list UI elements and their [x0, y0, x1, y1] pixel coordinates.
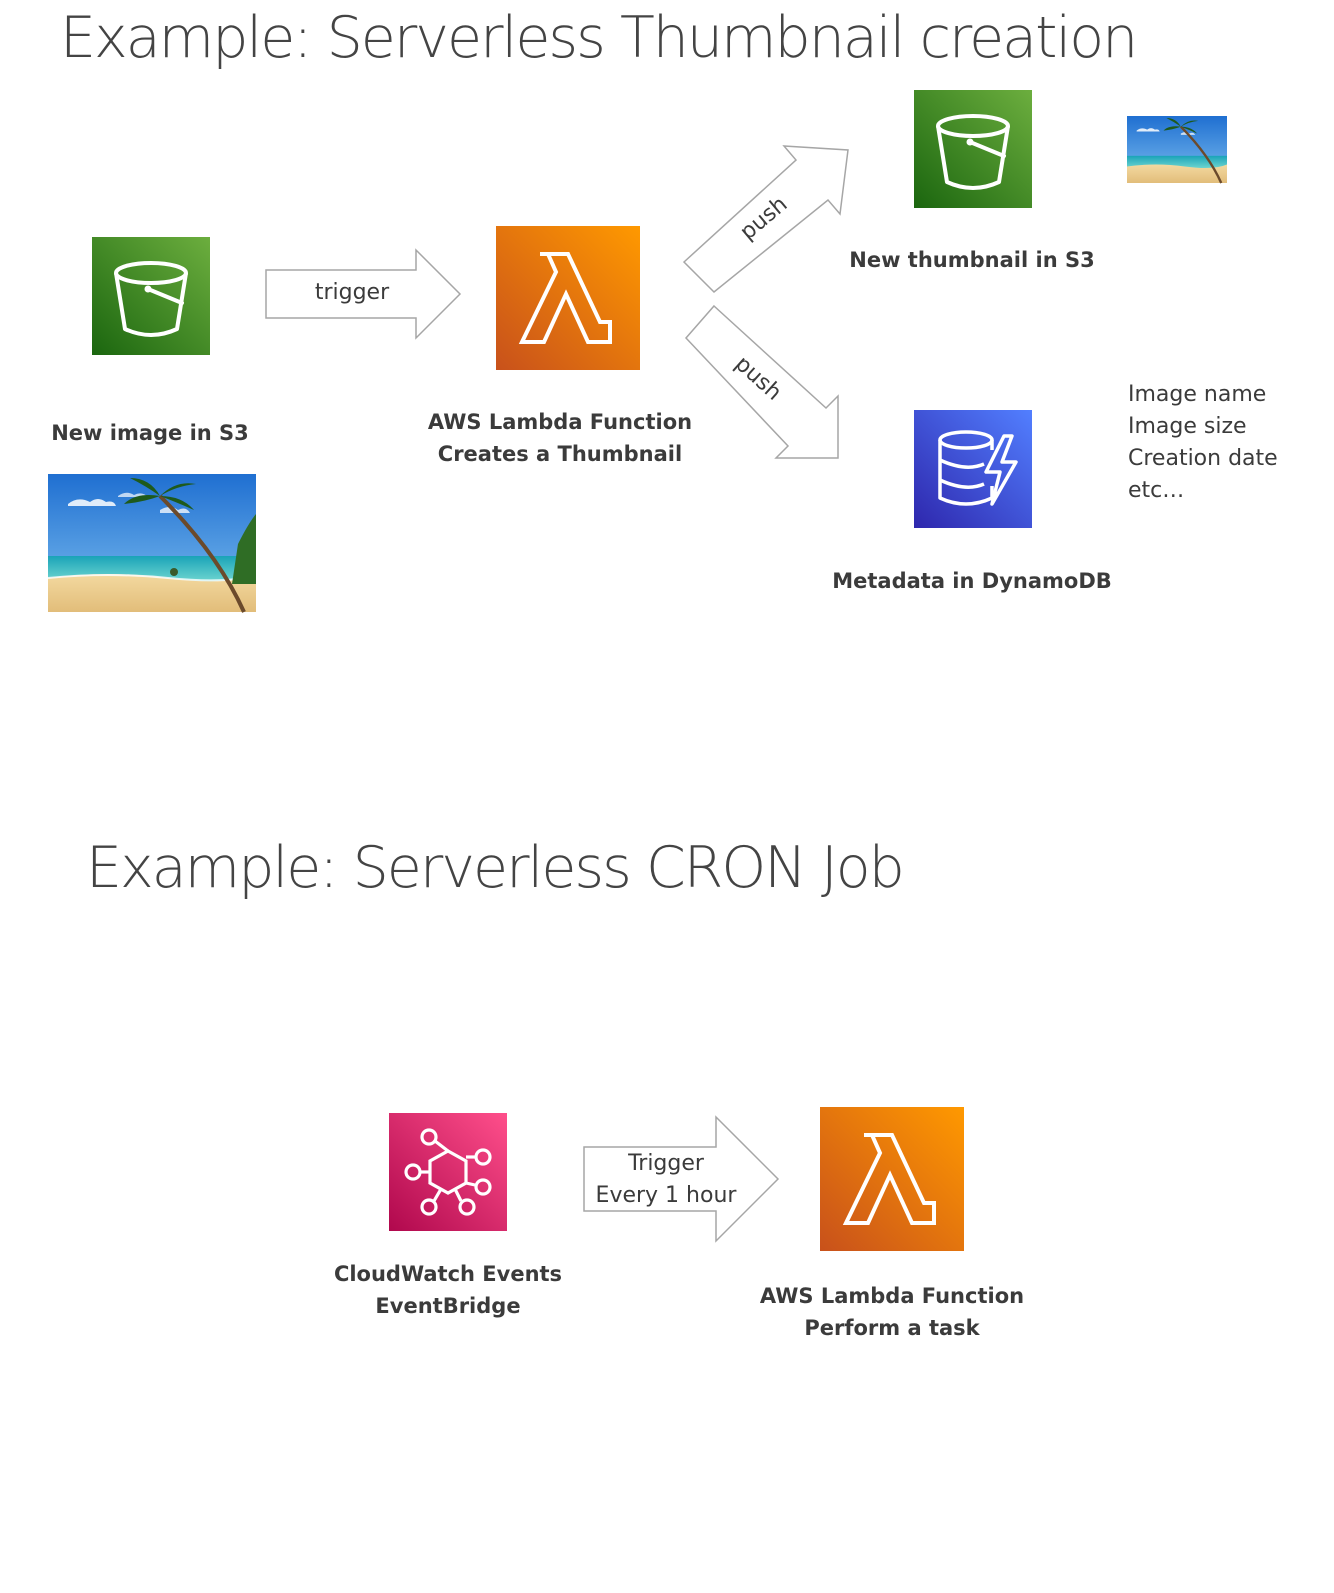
dynamodb-icon: [914, 410, 1032, 528]
metadata-field: etc…: [1128, 478, 1185, 503]
thumbnail-example-title: Example: Serverless Thumbnail creation: [60, 5, 1138, 71]
beach-thumbnail-image: [1127, 116, 1227, 184]
metadata-field: Creation date: [1128, 446, 1278, 471]
cron-trigger-label-line1: Trigger: [628, 1151, 704, 1176]
push-arrow-down: [684, 304, 839, 459]
thumbnail-bucket-label: New thumbnail in S3: [849, 248, 1095, 272]
lambda-task-label-line1: AWS Lambda Function: [759, 1284, 1025, 1308]
lambda-thumbnail-label: AWS Lambda Function Creates a Thumbnail: [420, 406, 700, 470]
cron-trigger-arrow-label: Trigger Every 1 hour: [584, 1148, 748, 1212]
cron-trigger-label-line2: Every 1 hour: [595, 1183, 737, 1208]
eventbridge-label-line2: EventBridge: [375, 1294, 521, 1318]
lambda-task-label-line2: Perform a task: [804, 1316, 980, 1340]
cron-trigger-arrow: [583, 1115, 780, 1243]
lambda-thumbnail-label-line2: Creates a Thumbnail: [437, 442, 683, 466]
metadata-field: Image size: [1128, 414, 1247, 439]
s3-bucket-icon: [92, 237, 210, 355]
eventbridge-icon: [389, 1113, 507, 1231]
metadata-field: Image name: [1128, 382, 1267, 407]
cron-example-title: Example: Serverless CRON Job: [86, 835, 905, 901]
lambda-thumbnail-label-line1: AWS Lambda Function: [427, 410, 693, 434]
eventbridge-label: CloudWatch Events EventBridge: [318, 1258, 578, 1322]
lambda-icon: [820, 1107, 964, 1251]
lambda-task-label: AWS Lambda Function Perform a task: [752, 1280, 1032, 1344]
source-bucket-label: New image in S3: [51, 421, 249, 445]
lambda-icon: [496, 226, 640, 370]
trigger-arrow-label: trigger: [314, 280, 390, 305]
trigger-arrow: [265, 248, 462, 340]
s3-bucket-icon: [914, 90, 1032, 208]
dynamodb-label: Metadata in DynamoDB: [832, 569, 1112, 593]
beach-image: [47, 474, 257, 613]
metadata-fields-list: Image name Image size Creation date etc…: [1128, 379, 1328, 507]
eventbridge-label-line1: CloudWatch Events: [333, 1262, 563, 1286]
push-arrow-up: [682, 145, 849, 294]
